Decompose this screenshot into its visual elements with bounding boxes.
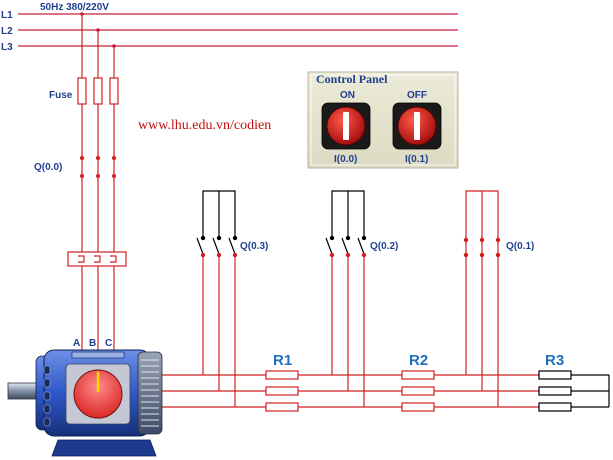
motor-shaft — [7, 382, 39, 400]
motor-vents — [43, 365, 51, 427]
fuses — [77, 77, 119, 105]
resistor-label-r3: R3 — [545, 352, 564, 369]
terminal-label-c: C — [105, 338, 112, 349]
overload-relay — [67, 251, 127, 267]
contact-group-q02 — [325, 190, 367, 407]
line-label-l1: L1 — [1, 10, 13, 21]
on-button-label: ON — [340, 90, 355, 101]
terminal-label-a: A — [73, 338, 80, 349]
resistor-bank-r3 — [538, 370, 572, 412]
fuse-label: Fuse — [49, 90, 73, 101]
motor-base — [51, 439, 157, 457]
rotor-circuit — [162, 374, 539, 408]
off-button[interactable]: OFF I(0.1) — [392, 90, 442, 165]
main-contact — [80, 156, 116, 178]
motor-fins — [137, 351, 163, 435]
control-panel: Control Panel ON I(0.0) OFF I(0.1) — [307, 71, 459, 169]
supply-spec: 50Hz 380/220V — [40, 2, 109, 13]
supply-bus — [18, 13, 458, 47]
on-button-input: I(0.0) — [334, 154, 357, 165]
on-button[interactable]: ON I(0.0) — [321, 90, 371, 165]
motor-rotation-dial — [73, 369, 123, 419]
resistor-label-r2: R2 — [409, 352, 428, 369]
motor — [7, 349, 163, 457]
terminal-label-b: B — [89, 338, 96, 349]
website-text: www.lhu.edu.vn/codien — [138, 118, 271, 133]
line-label-l2: L2 — [1, 26, 13, 37]
resistor-label-r1: R1 — [273, 352, 292, 369]
contact-group-q03 — [196, 190, 238, 407]
resistor-bank-r2 — [401, 370, 435, 412]
contact-label-q02: Q(0.2) — [370, 241, 398, 252]
control-panel-title: Control Panel — [316, 72, 388, 86]
contact-label-q03: Q(0.3) — [240, 241, 268, 252]
contact-label-q01: Q(0.1) — [506, 241, 534, 252]
resistor-bank-r1 — [265, 370, 299, 412]
on-button-glyph — [343, 112, 349, 140]
off-button-input: I(0.1) — [405, 154, 428, 165]
main-feeders — [81, 14, 115, 352]
contact-group-q01 — [463, 190, 501, 407]
main-contact-label: Q(0.0) — [34, 162, 62, 173]
off-button-label: OFF — [407, 90, 427, 101]
line-label-l3: L3 — [1, 42, 13, 53]
off-button-glyph — [414, 112, 420, 140]
star-point — [571, 374, 610, 408]
